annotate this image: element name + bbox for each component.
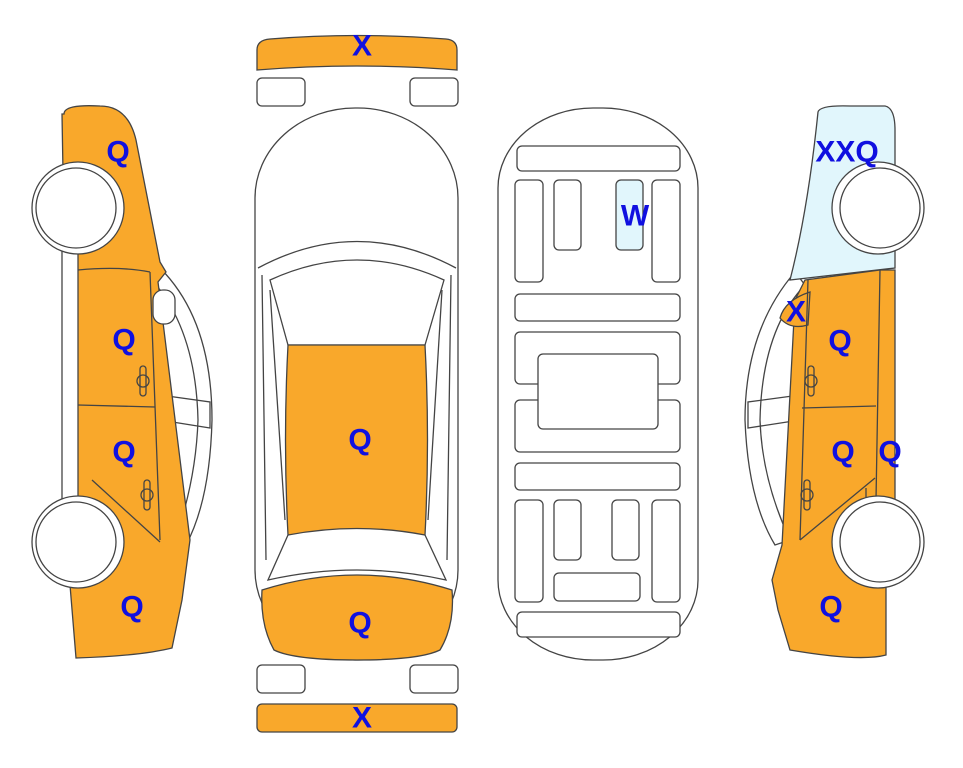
side-window-lines [261,274,452,561]
right-door-lines [799,269,881,541]
seat-row-2 [514,462,681,491]
front-seat-right[interactable] [615,179,644,251]
mark-roof: Q [348,424,371,457]
front-seat-right-outer [651,179,681,283]
front-seat-left [553,179,582,251]
left-rocker [61,244,79,511]
mark-trunk: Q [348,607,371,640]
door-handle-icon [800,479,814,511]
left-quarter-window [152,289,176,325]
rear-right-light [409,664,459,694]
mark-left-rear-quarter: Q [120,591,143,624]
dashboard [516,145,681,172]
roof-panel[interactable] [284,344,429,536]
rear-seat-2 [553,499,582,561]
left-window-divider [159,394,211,429]
windshield [257,240,457,346]
rear-bumper[interactable] [256,703,458,733]
left-rear-wheel [35,501,117,583]
console [537,353,659,430]
cargo [516,611,681,638]
mark-seat: W [621,200,650,233]
front-left-light [256,77,306,107]
front-bumper[interactable] [256,34,458,71]
right-side-view [744,105,925,659]
mark-rear-bumper: X [352,702,372,735]
door-handle-icon [136,365,150,397]
door-handle-icon [140,479,154,511]
mark-right-mirror: X [786,296,806,329]
right-mirror[interactable] [779,291,811,328]
rear-seat-1 [514,499,544,603]
front-seat-left-outer [514,179,544,283]
left-front-wheel [35,167,117,249]
mark-right-front-door: Q [828,325,851,358]
top-view [254,34,459,733]
seat-row-1 [514,293,681,322]
rear-window [266,534,448,581]
mark-front-bumper: X [352,30,372,63]
mark-left-front-fender: Q [106,136,129,169]
mark-right-rear-door: Q [831,436,854,469]
right-window-divider [747,394,801,429]
right-front-wheel [839,167,921,249]
rear-left-light [256,664,306,694]
rear-seat-3 [611,499,640,561]
door-handle-icon [804,365,818,397]
right-rear-wheel [839,501,921,583]
left-side-view [31,105,213,659]
mark-left-front-door: Q [112,324,135,357]
left-door-lines [77,267,161,543]
mark-right-rocker: Q [878,436,901,469]
mark-left-rear-door: Q [112,436,135,469]
mark-right-front-fender: XXQ [815,136,878,169]
interior-view [497,107,699,661]
rear-seat-4 [651,499,681,603]
damage-marks: Q Q Q Q X Q Q X W XXQ X Q Q Q Q [106,30,901,735]
rear-bench [553,572,641,602]
front-right-light [409,77,459,107]
trunk-panel[interactable] [261,574,454,661]
mark-right-rear-quarter: Q [819,591,842,624]
